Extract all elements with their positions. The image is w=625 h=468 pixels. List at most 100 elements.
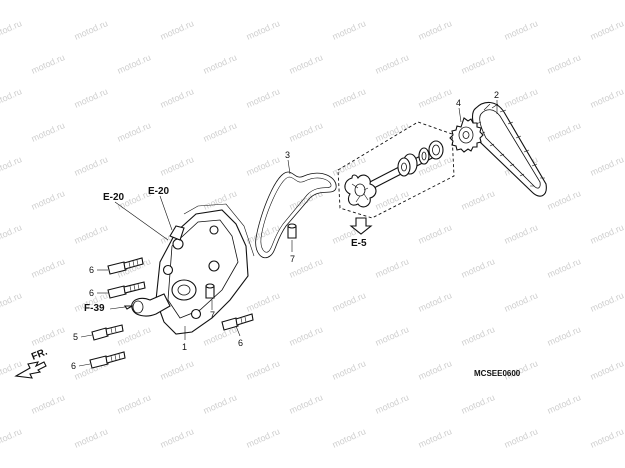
flange-bolt-6-middle xyxy=(107,281,146,299)
watermark-text: motod.ru xyxy=(159,154,196,178)
watermark-text: motod.ru xyxy=(503,86,540,110)
watermark-text: motod.ru xyxy=(245,222,282,246)
watermark-text: motod.ru xyxy=(503,290,540,314)
watermark-text: motod.ru xyxy=(30,52,67,76)
watermark-text: motod.ru xyxy=(0,358,23,382)
watermark-text: motod.ru xyxy=(30,256,67,280)
e5-reference-arrow xyxy=(349,217,373,235)
watermark-text: motod.ru xyxy=(159,86,196,110)
watermark-text: motod.ru xyxy=(417,18,454,42)
callout-7-upper: 7 xyxy=(290,254,295,264)
callout-3: 3 xyxy=(285,150,290,160)
watermark-text: motod.ru xyxy=(589,426,625,450)
watermark-text: motod.ru xyxy=(30,120,67,144)
dowel-pin-lower xyxy=(205,283,215,299)
callout-7-lower: 7 xyxy=(210,310,215,320)
watermark-text: motod.ru xyxy=(245,18,282,42)
watermark-text: motod.ru xyxy=(245,358,282,382)
drawing-code: MCSEE0600 xyxy=(474,369,521,378)
callout-6-bottom: 6 xyxy=(71,361,76,371)
watermark-text: motod.ru xyxy=(245,426,282,450)
watermark-text: motod.ru xyxy=(503,222,540,246)
watermark-text: motod.ru xyxy=(159,426,196,450)
callout-6-middle: 6 xyxy=(89,288,94,298)
watermark-text: motod.ru xyxy=(331,154,368,178)
watermark-text: motod.ru xyxy=(73,18,110,42)
watermark-text: motod.ru xyxy=(331,18,368,42)
callout-6-right: 6 xyxy=(238,338,243,348)
flange-bolt-6-bottom xyxy=(89,351,126,369)
watermark-text: motod.ru xyxy=(0,222,23,246)
ref-e20-left: E-20 xyxy=(103,192,125,203)
watermark-text: motod.ru xyxy=(417,222,454,246)
watermark-text: motod.ru xyxy=(288,188,325,212)
watermark-text: motod.ru xyxy=(417,290,454,314)
watermark-text: motod.ru xyxy=(0,426,23,450)
watermark-text: motod.ru xyxy=(288,392,325,416)
watermark-text: motod.ru xyxy=(546,324,583,348)
watermark-text: motod.ru xyxy=(245,154,282,178)
watermark-text: motod.ru xyxy=(116,392,153,416)
watermark-text: motod.ru xyxy=(589,222,625,246)
flange-bolt-6-top xyxy=(107,257,144,275)
watermark-text: motod.ru xyxy=(374,392,411,416)
watermark-text: motod.ru xyxy=(73,426,110,450)
watermark-text: motod.ru xyxy=(589,18,625,42)
ref-e20-right: E-20 xyxy=(148,186,170,197)
dowel-pin-upper xyxy=(287,223,297,239)
water-pump-cover xyxy=(131,203,255,335)
o-ring xyxy=(255,171,337,259)
watermark-text: motod.ru xyxy=(30,324,67,348)
watermark-text: motod.ru xyxy=(417,86,454,110)
pump-sprocket xyxy=(449,117,484,153)
watermark-text: motod.ru xyxy=(73,86,110,110)
watermark-text: motod.ru xyxy=(0,86,23,110)
callout-6-top: 6 xyxy=(89,265,94,275)
watermark-text: motod.ru xyxy=(546,188,583,212)
watermark-text: motod.ru xyxy=(245,290,282,314)
leader-lines xyxy=(78,100,498,367)
water-pump-shaft-box xyxy=(337,121,455,219)
watermark-text: motod.ru xyxy=(245,86,282,110)
callout-4: 4 xyxy=(456,98,461,108)
watermark-text: motod.ru xyxy=(503,426,540,450)
flange-bolt-5 xyxy=(91,324,124,341)
watermark-text: motod.ru xyxy=(589,86,625,110)
watermark-text: motod.ru xyxy=(374,256,411,280)
callout-2: 2 xyxy=(494,90,499,100)
callout-5: 5 xyxy=(73,332,78,342)
watermark-text: motod.ru xyxy=(30,188,67,212)
watermark-text: motod.ru xyxy=(159,358,196,382)
watermark-text: motod.ru xyxy=(116,52,153,76)
watermark-text: motod.ru xyxy=(460,188,497,212)
watermark-text: motod.ru xyxy=(546,256,583,280)
watermark-text: motod.ru xyxy=(73,222,110,246)
watermark-text: motod.ru xyxy=(460,256,497,280)
watermark-text: motod.ru xyxy=(374,52,411,76)
water-pump-shaft-assembly xyxy=(344,140,444,208)
watermark-text: motod.ru xyxy=(0,18,23,42)
watermark-text: motod.ru xyxy=(331,426,368,450)
watermark-text: motod.ru xyxy=(30,392,67,416)
watermark-text: motod.ru xyxy=(288,324,325,348)
watermark-text: motod.ru xyxy=(331,358,368,382)
watermark-text: motod.ru xyxy=(460,324,497,348)
watermark-text: motod.ru xyxy=(589,154,625,178)
watermark-text: motod.ru xyxy=(503,18,540,42)
watermark-text: motod.ru xyxy=(202,188,239,212)
watermark-text: motod.ru xyxy=(546,52,583,76)
watermark-text: motod.ru xyxy=(374,324,411,348)
drive-chain xyxy=(471,101,547,197)
front-direction-arrow xyxy=(14,361,47,379)
watermark-text: motod.ru xyxy=(460,52,497,76)
ref-e5: E-5 xyxy=(351,238,367,249)
watermark-text: motod.ru xyxy=(331,86,368,110)
watermark-text: motod.ru xyxy=(288,120,325,144)
watermark-text: motod.ru xyxy=(546,392,583,416)
watermark-text: motod.ru xyxy=(589,290,625,314)
watermark-text: motod.ru xyxy=(460,392,497,416)
flange-bolt-6-right xyxy=(221,313,254,331)
watermark-text: motod.ru xyxy=(0,154,23,178)
